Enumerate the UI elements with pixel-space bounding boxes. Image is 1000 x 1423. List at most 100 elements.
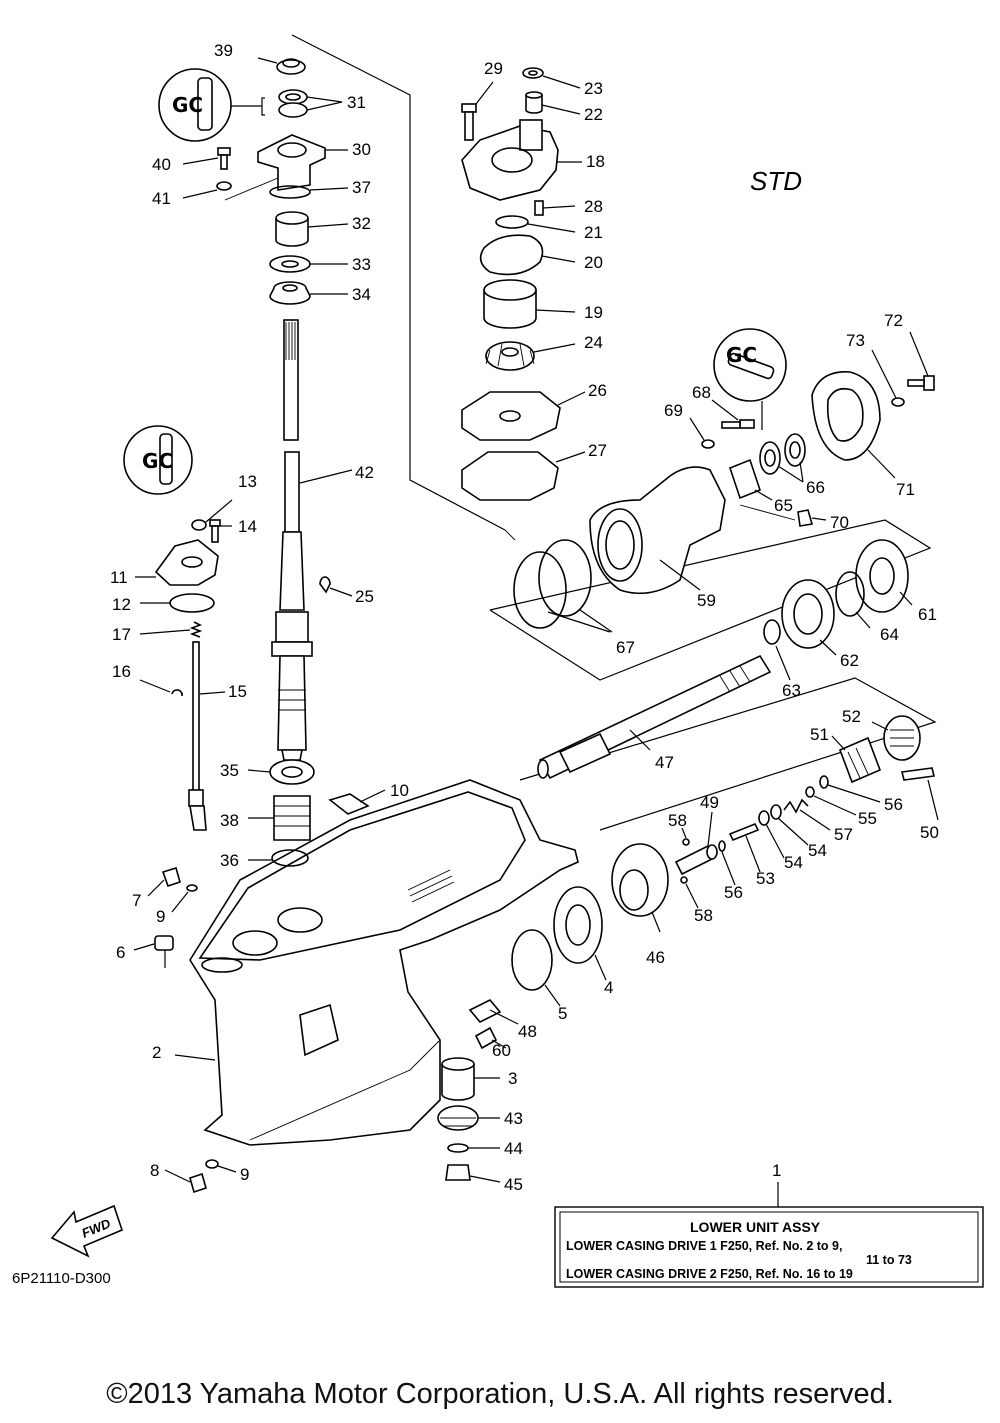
callout-4: 4 <box>604 978 613 997</box>
part-65-bearing <box>729 458 773 501</box>
part-46-forward-gear <box>611 843 669 933</box>
callout-49: 49 <box>700 793 719 812</box>
part-62-reverse-gear <box>781 579 837 656</box>
part-39-seal <box>257 57 306 75</box>
svg-text:GC: GC <box>726 343 757 367</box>
part-7-screw <box>147 866 181 897</box>
callout-48: 48 <box>518 1022 537 1041</box>
callout-12: 12 <box>112 595 131 614</box>
part-22-collar <box>525 91 581 115</box>
callout-58-b: 58 <box>694 906 713 925</box>
callout-24: 24 <box>584 333 603 352</box>
part-40-bolt <box>182 147 231 170</box>
part-55-ball <box>805 786 857 816</box>
callout-29: 29 <box>484 59 503 78</box>
callout-22: 22 <box>584 105 603 124</box>
part-66-oil-seals <box>759 433 806 483</box>
callout-20: 20 <box>584 253 603 272</box>
callout-9-b: 9 <box>240 1165 249 1184</box>
callout-32: 32 <box>352 214 371 233</box>
callout-16: 16 <box>112 662 131 681</box>
part-30-housing <box>257 134 348 191</box>
gc-lubricant-symbol-1: GC <box>158 68 232 142</box>
note-line-1: LOWER CASING DRIVE 1 F250, Ref. No. 2 to… <box>566 1239 842 1253</box>
part-15-shift-rod <box>188 641 226 831</box>
gc-lubricant-symbol-3: GC <box>713 328 787 402</box>
part-20-gasket <box>479 234 576 276</box>
part-17-spring <box>139 621 203 638</box>
callout-65: 65 <box>774 496 793 515</box>
part-51-dog-clutch <box>831 735 882 784</box>
part-56-washer-a <box>819 775 881 803</box>
part-67-orings <box>513 539 613 633</box>
part-53-plunger <box>728 822 761 873</box>
callout-34: 34 <box>352 285 371 304</box>
note-line-2: LOWER CASING DRIVE 2 F250, Ref. No. 16 t… <box>566 1267 853 1281</box>
callout-28: 28 <box>584 197 603 216</box>
fwd-arrow-icon: FWD <box>50 1204 123 1258</box>
part-44-washer <box>447 1143 500 1153</box>
callout-47: 47 <box>655 753 674 772</box>
callout-25: 25 <box>355 587 374 606</box>
part-43-pinion <box>437 1105 500 1131</box>
callout-26: 26 <box>588 381 607 400</box>
part-50-pin <box>901 767 939 821</box>
callout-10: 10 <box>390 781 409 800</box>
callout-60: 60 <box>492 1041 511 1060</box>
part-73-washer <box>871 349 905 407</box>
callout-38: 38 <box>220 811 239 830</box>
callout-50: 50 <box>920 823 939 842</box>
callout-23: 23 <box>584 79 603 98</box>
callout-15: 15 <box>228 682 247 701</box>
callout-71: 71 <box>896 480 915 499</box>
callout-45: 45 <box>504 1175 523 1194</box>
std-label: STD <box>750 166 802 196</box>
callout-54-a: 54 <box>808 841 827 860</box>
callout-69: 69 <box>664 401 683 420</box>
callout-35: 35 <box>220 761 239 780</box>
part-52-spring <box>871 715 921 761</box>
part-57-spring <box>783 798 831 831</box>
callout-58-a: 58 <box>668 811 687 830</box>
callout-62: 62 <box>840 651 859 670</box>
callout-43: 43 <box>504 1109 523 1128</box>
copyright-notice: ©2013 Yamaha Motor Corporation, U.S.A. A… <box>106 1378 894 1410</box>
note-title: LOWER UNIT ASSY <box>690 1219 821 1235</box>
callout-46: 46 <box>646 948 665 967</box>
part-26-plate <box>461 391 586 441</box>
gc-lubricant-symbol-2: GC <box>123 425 193 495</box>
part-24-impeller <box>485 341 576 371</box>
part-9-washer-b <box>205 1159 237 1173</box>
callout-51: 51 <box>810 725 829 744</box>
part-33-washer <box>269 255 348 273</box>
callout-72: 72 <box>884 311 903 330</box>
parts-diagram: GC GC GC FWD STD 6P21110-D300 39 31 30 4… <box>12 34 984 1288</box>
callout-67: 67 <box>616 638 635 657</box>
part-32-bushing <box>275 211 349 247</box>
part-59-housing <box>589 466 726 595</box>
callout-40: 40 <box>152 155 171 174</box>
callout-3: 3 <box>508 1069 517 1088</box>
assembly-guide-lines <box>224 34 937 831</box>
callout-21: 21 <box>584 223 603 242</box>
part-10-plate <box>328 789 386 815</box>
part-49-shift-slider <box>674 811 718 876</box>
callout-27: 27 <box>588 441 607 460</box>
part-48-shift-cam <box>468 999 519 1025</box>
callout-59: 59 <box>697 591 716 610</box>
callout-13: 13 <box>238 472 257 491</box>
callout-54-b: 54 <box>784 853 803 872</box>
part-18-pump-housing <box>461 119 582 201</box>
part-11-shift-rod-cover <box>135 539 219 586</box>
part-27-gasket <box>461 451 586 501</box>
callout-17: 17 <box>112 625 131 644</box>
part-42-drive-shaft <box>271 319 353 761</box>
svg-text:GC: GC <box>172 93 203 117</box>
part-68-bolt <box>711 399 755 429</box>
callout-30: 30 <box>352 140 371 159</box>
callout-70: 70 <box>830 513 849 532</box>
part-60-pin <box>474 1026 507 1050</box>
part-29-bolt <box>461 81 494 141</box>
part-31-oil-seals <box>228 89 343 118</box>
part-5-shim <box>511 929 561 1007</box>
